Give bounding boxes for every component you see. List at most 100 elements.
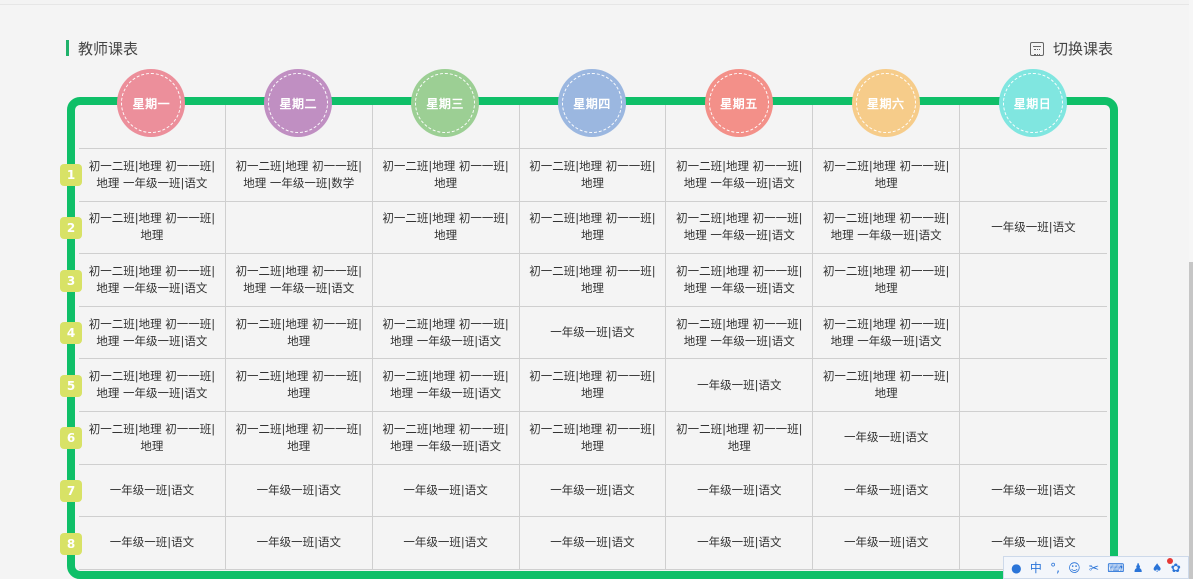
weekday-badge: 星期六 <box>851 69 920 137</box>
header-cell <box>666 105 814 148</box>
weekday-badge-ring: 星期五 <box>708 73 769 133</box>
schedule-cell[interactable]: 初一二班|地理 初一一班|地理 一年级一班|语文 <box>666 254 814 306</box>
schedule-cell[interactable]: 初一二班|地理 初一一班|地理 一年级一班|语文 <box>373 306 520 359</box>
schedule-cell-text: 一年级一班|语文 <box>697 377 782 392</box>
ime-user-icon[interactable]: ♟ <box>1132 560 1144 575</box>
schedule-cell-text: 一年级一班|语文 <box>843 430 929 445</box>
schedule-cell[interactable]: 初一二班|地理 初一一班|地理 <box>666 411 814 464</box>
schedule-cell[interactable]: 一年级一班|语文 <box>520 306 667 359</box>
schedule-cell[interactable]: 一年级一班|语文 <box>666 464 814 517</box>
schedule-cell[interactable]: 初一二班|地理 初一一班|地理 <box>520 201 667 254</box>
schedule-cell[interactable]: 一年级一班|语文 <box>960 517 1107 569</box>
schedule-cell[interactable]: 一年级一班|语文 <box>79 517 226 569</box>
schedule-cell[interactable]: 初一二班|地理 初一一班|地理 一年级一班|语文 <box>666 306 814 359</box>
scrollbar-thumb[interactable] <box>1189 262 1193 579</box>
ime-punctuation-icon[interactable]: °, <box>1050 560 1060 575</box>
schedule-cell[interactable]: 初一二班|地理 初一一班|地理 一年级一班|语文 <box>79 254 226 306</box>
schedule-cell[interactable]: 一年级一班|语文 <box>226 464 373 517</box>
schedule-cell[interactable]: 初一二班|地理 初一一班|地理 <box>373 149 520 201</box>
schedule-cell[interactable]: 初一二班|地理 初一一班|地理 <box>520 411 667 464</box>
schedule-cell[interactable]: 一年级一班|语文 <box>373 517 520 569</box>
schedule-cell[interactable]: 初一二班|地理 初一一班|地理 一年级一班|语文 <box>226 254 373 306</box>
schedule-cell[interactable]: 初一二班|地理 初一一班|地理 一年级一班|语文 <box>666 201 814 254</box>
ime-keyboard-icon[interactable]: ⌨ <box>1107 560 1125 575</box>
schedule-cell[interactable]: 初一二班|地理 初一一班|地理 <box>813 359 961 411</box>
schedule-cell[interactable]: 初一二班|地理 初一一班|地理 一年级一班|语文 <box>813 201 961 254</box>
period-badge: 7 <box>60 479 82 502</box>
schedule-cell[interactable]: 初一二班|地理 初一一班|地理 一年级一班|语文 <box>666 149 814 201</box>
section-header: 教师课表 <box>66 39 138 58</box>
schedule-cell[interactable]: 初一二班|地理 初一一班|地理 一年级一班|语文 <box>813 306 961 359</box>
schedule-cell[interactable] <box>226 201 373 254</box>
period-row: 初一二班|地理 初一一班|地理 一年级一班|语文初一二班|地理 初一一班|地理初… <box>79 359 1107 412</box>
schedule-cell-text: 初一二班|地理 初一一班|地理 <box>382 211 509 243</box>
schedule-cell[interactable] <box>960 307 1107 359</box>
schedule-cell[interactable]: 一年级一班|语文 <box>813 517 961 569</box>
vertical-scrollbar[interactable] <box>1189 0 1193 579</box>
switch-timetable-button[interactable]: 切换课表 <box>1030 38 1113 59</box>
schedule-cell-text: 一年级一班|语文 <box>991 482 1076 497</box>
title-accent-bar <box>66 40 69 56</box>
header-cell <box>520 105 667 148</box>
schedule-cell-text: 初一二班|地理 初一一班|地理 一年级一班|语文 <box>676 263 803 295</box>
schedule-cell[interactable]: 初一二班|地理 初一一班|地理 <box>813 149 961 201</box>
period-row: 一年级一班|语文一年级一班|语文一年级一班|语文一年级一班|语文一年级一班|语文… <box>79 517 1107 570</box>
schedule-cell[interactable]: 初一二班|地理 初一一班|地理 <box>226 306 373 359</box>
weekday-badge-ring: 星期一 <box>121 73 182 133</box>
schedule-cell-text: 初一二班|地理 初一一班|地理 一年级一班|语文 <box>88 263 216 295</box>
schedule-cell[interactable] <box>960 254 1107 306</box>
schedule-cell[interactable]: 一年级一班|语文 <box>960 202 1107 254</box>
weekday-badge-ring: 星期二 <box>268 73 329 133</box>
ime-logo-icon[interactable]: ● <box>1011 560 1022 575</box>
schedule-cell[interactable]: 一年级一班|语文 <box>666 517 814 569</box>
schedule-cell[interactable]: 初一二班|地理 初一一班|地理 一年级一班|数学 <box>226 149 373 201</box>
schedule-cell[interactable]: 一年级一班|语文 <box>373 464 520 517</box>
ime-skin-icon[interactable]: ♠ <box>1151 560 1163 575</box>
schedule-cell-text: 初一二班|地理 初一一班|地理 一年级一班|语文 <box>676 211 803 243</box>
schedule-cell[interactable]: 一年级一班|语文 <box>813 411 961 464</box>
schedule-cell[interactable]: 初一二班|地理 初一一班|地理 <box>226 359 373 411</box>
schedule-cell[interactable]: 初一二班|地理 初一一班|地理 <box>520 359 667 411</box>
schedule-cell-text: 初一二班|地理 初一一班|地理 <box>822 263 950 295</box>
period-row: 初一二班|地理 初一一班|地理 一年级一班|语文初一二班|地理 初一一班|地理 … <box>79 254 1107 307</box>
schedule-cell[interactable]: 一年级一班|语文 <box>520 517 667 569</box>
schedule-cell[interactable] <box>960 359 1107 411</box>
schedule-cell[interactable]: 初一二班|地理 初一一班|地理 一年级一班|语文 <box>79 359 226 411</box>
schedule-cell[interactable]: 一年级一班|语文 <box>79 464 226 517</box>
schedule-cell[interactable]: 初一二班|地理 初一一班|地理 一年级一班|语文 <box>79 149 226 201</box>
schedule-cell[interactable]: 一年级一班|语文 <box>813 464 961 517</box>
ime-settings-icon[interactable]: ✿ <box>1170 560 1181 575</box>
schedule-cell[interactable]: 初一二班|地理 初一一班|地理 <box>520 254 667 306</box>
schedule-cell[interactable] <box>960 412 1107 464</box>
ime-scissors-icon[interactable]: ✂ <box>1088 560 1099 575</box>
header-cell <box>226 105 373 148</box>
schedule-cell-text: 初一二班|地理 初一一班|地理 <box>88 421 216 453</box>
schedule-cell[interactable]: 一年级一班|语文 <box>226 517 373 569</box>
schedule-cell-text: 初一二班|地理 初一一班|地理 一年级一班|语文 <box>822 316 950 348</box>
schedule-cell[interactable]: 初一二班|地理 初一一班|地理 <box>813 254 961 306</box>
schedule-cell-text: 初一二班|地理 初一一班|地理 一年级一班|语文 <box>382 369 509 401</box>
schedule-cell-text: 初一二班|地理 初一一班|地理 一年级一班|语文 <box>676 316 803 348</box>
ime-emoji-icon[interactable]: ☺ <box>1068 560 1081 575</box>
schedule-cell[interactable]: 一年级一班|语文 <box>520 464 667 517</box>
ime-language[interactable]: 中 <box>1029 560 1042 575</box>
schedule-cell-text: 初一二班|地理 初一一班|地理 一年级一班|语文 <box>676 158 803 190</box>
schedule-cell[interactable]: 初一二班|地理 初一一班|地理 一年级一班|语文 <box>373 359 520 411</box>
schedule-cell-text: 一年级一班|语文 <box>256 482 341 497</box>
schedule-cell[interactable]: 一年级一班|语文 <box>666 359 814 411</box>
schedule-cell[interactable]: 初一二班|地理 初一一班|地理 <box>79 411 226 464</box>
schedule-cell[interactable] <box>960 149 1107 201</box>
schedule-cell[interactable] <box>373 254 520 306</box>
schedule-cell[interactable]: 初一二班|地理 初一一班|地理 <box>520 149 667 201</box>
schedule-cell[interactable]: 初一二班|地理 初一一班|地理 <box>226 411 373 464</box>
schedule-cell[interactable]: 一年级一班|语文 <box>960 465 1107 517</box>
schedule-cell[interactable]: 初一二班|地理 初一一班|地理 <box>79 201 226 254</box>
schedule-cell[interactable]: 初一二班|地理 初一一班|地理 一年级一班|语文 <box>79 306 226 359</box>
schedule-cell-text: 初一二班|地理 初一一班|地理 <box>235 421 362 453</box>
header-cell <box>813 105 961 148</box>
schedule-cell-text: 初一二班|地理 初一一班|地理 一年级一班|语文 <box>382 421 509 453</box>
weekday-badge: 星期一 <box>117 69 186 137</box>
schedule-cell[interactable]: 初一二班|地理 初一一班|地理 <box>373 201 520 254</box>
period-row: 一年级一班|语文一年级一班|语文一年级一班|语文一年级一班|语文一年级一班|语文… <box>79 464 1107 518</box>
schedule-cell[interactable]: 初一二班|地理 初一一班|地理 一年级一班|语文 <box>373 411 520 464</box>
